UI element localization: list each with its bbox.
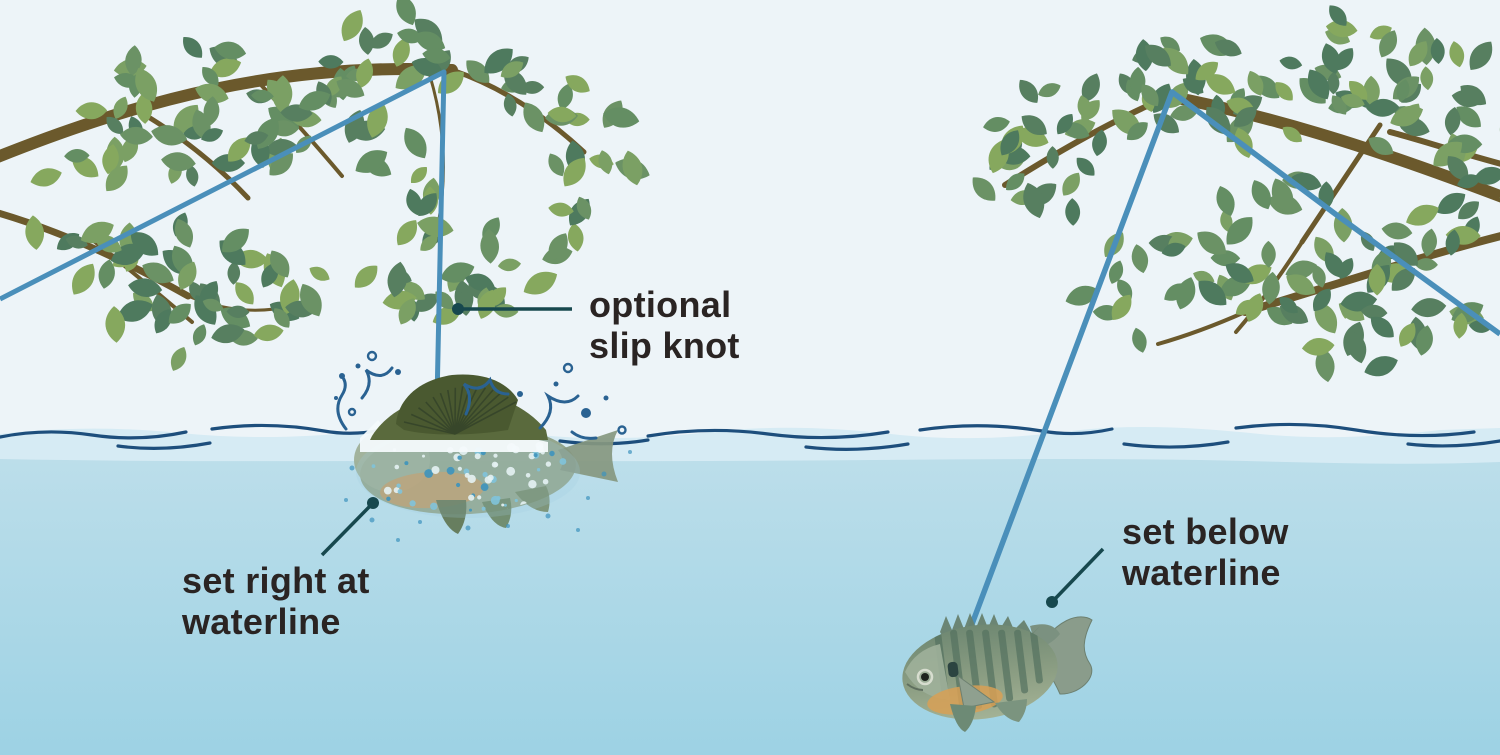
left-tree-leaves (25, 0, 650, 371)
water (0, 458, 1500, 755)
right-tree-leaves (972, 5, 1500, 383)
set-right-callout-dot (367, 497, 379, 509)
right-fishing-line (963, 89, 1500, 641)
slip-knot-callout (452, 303, 572, 315)
right-fish (902, 613, 1093, 732)
slip-knot-label: optional slip knot (589, 284, 740, 366)
set-below-callout (1046, 547, 1105, 608)
left-fish (344, 374, 632, 542)
set-below-waterline-label: set below waterline (1122, 511, 1289, 593)
set-right-callout (320, 497, 379, 557)
left-fishing-line (0, 69, 447, 401)
slip-knot-callout-dot (452, 303, 464, 315)
set-below-callout-dot (1046, 596, 1058, 608)
set-right-at-waterline-label: set right at waterline (182, 560, 370, 642)
splash (334, 350, 627, 440)
